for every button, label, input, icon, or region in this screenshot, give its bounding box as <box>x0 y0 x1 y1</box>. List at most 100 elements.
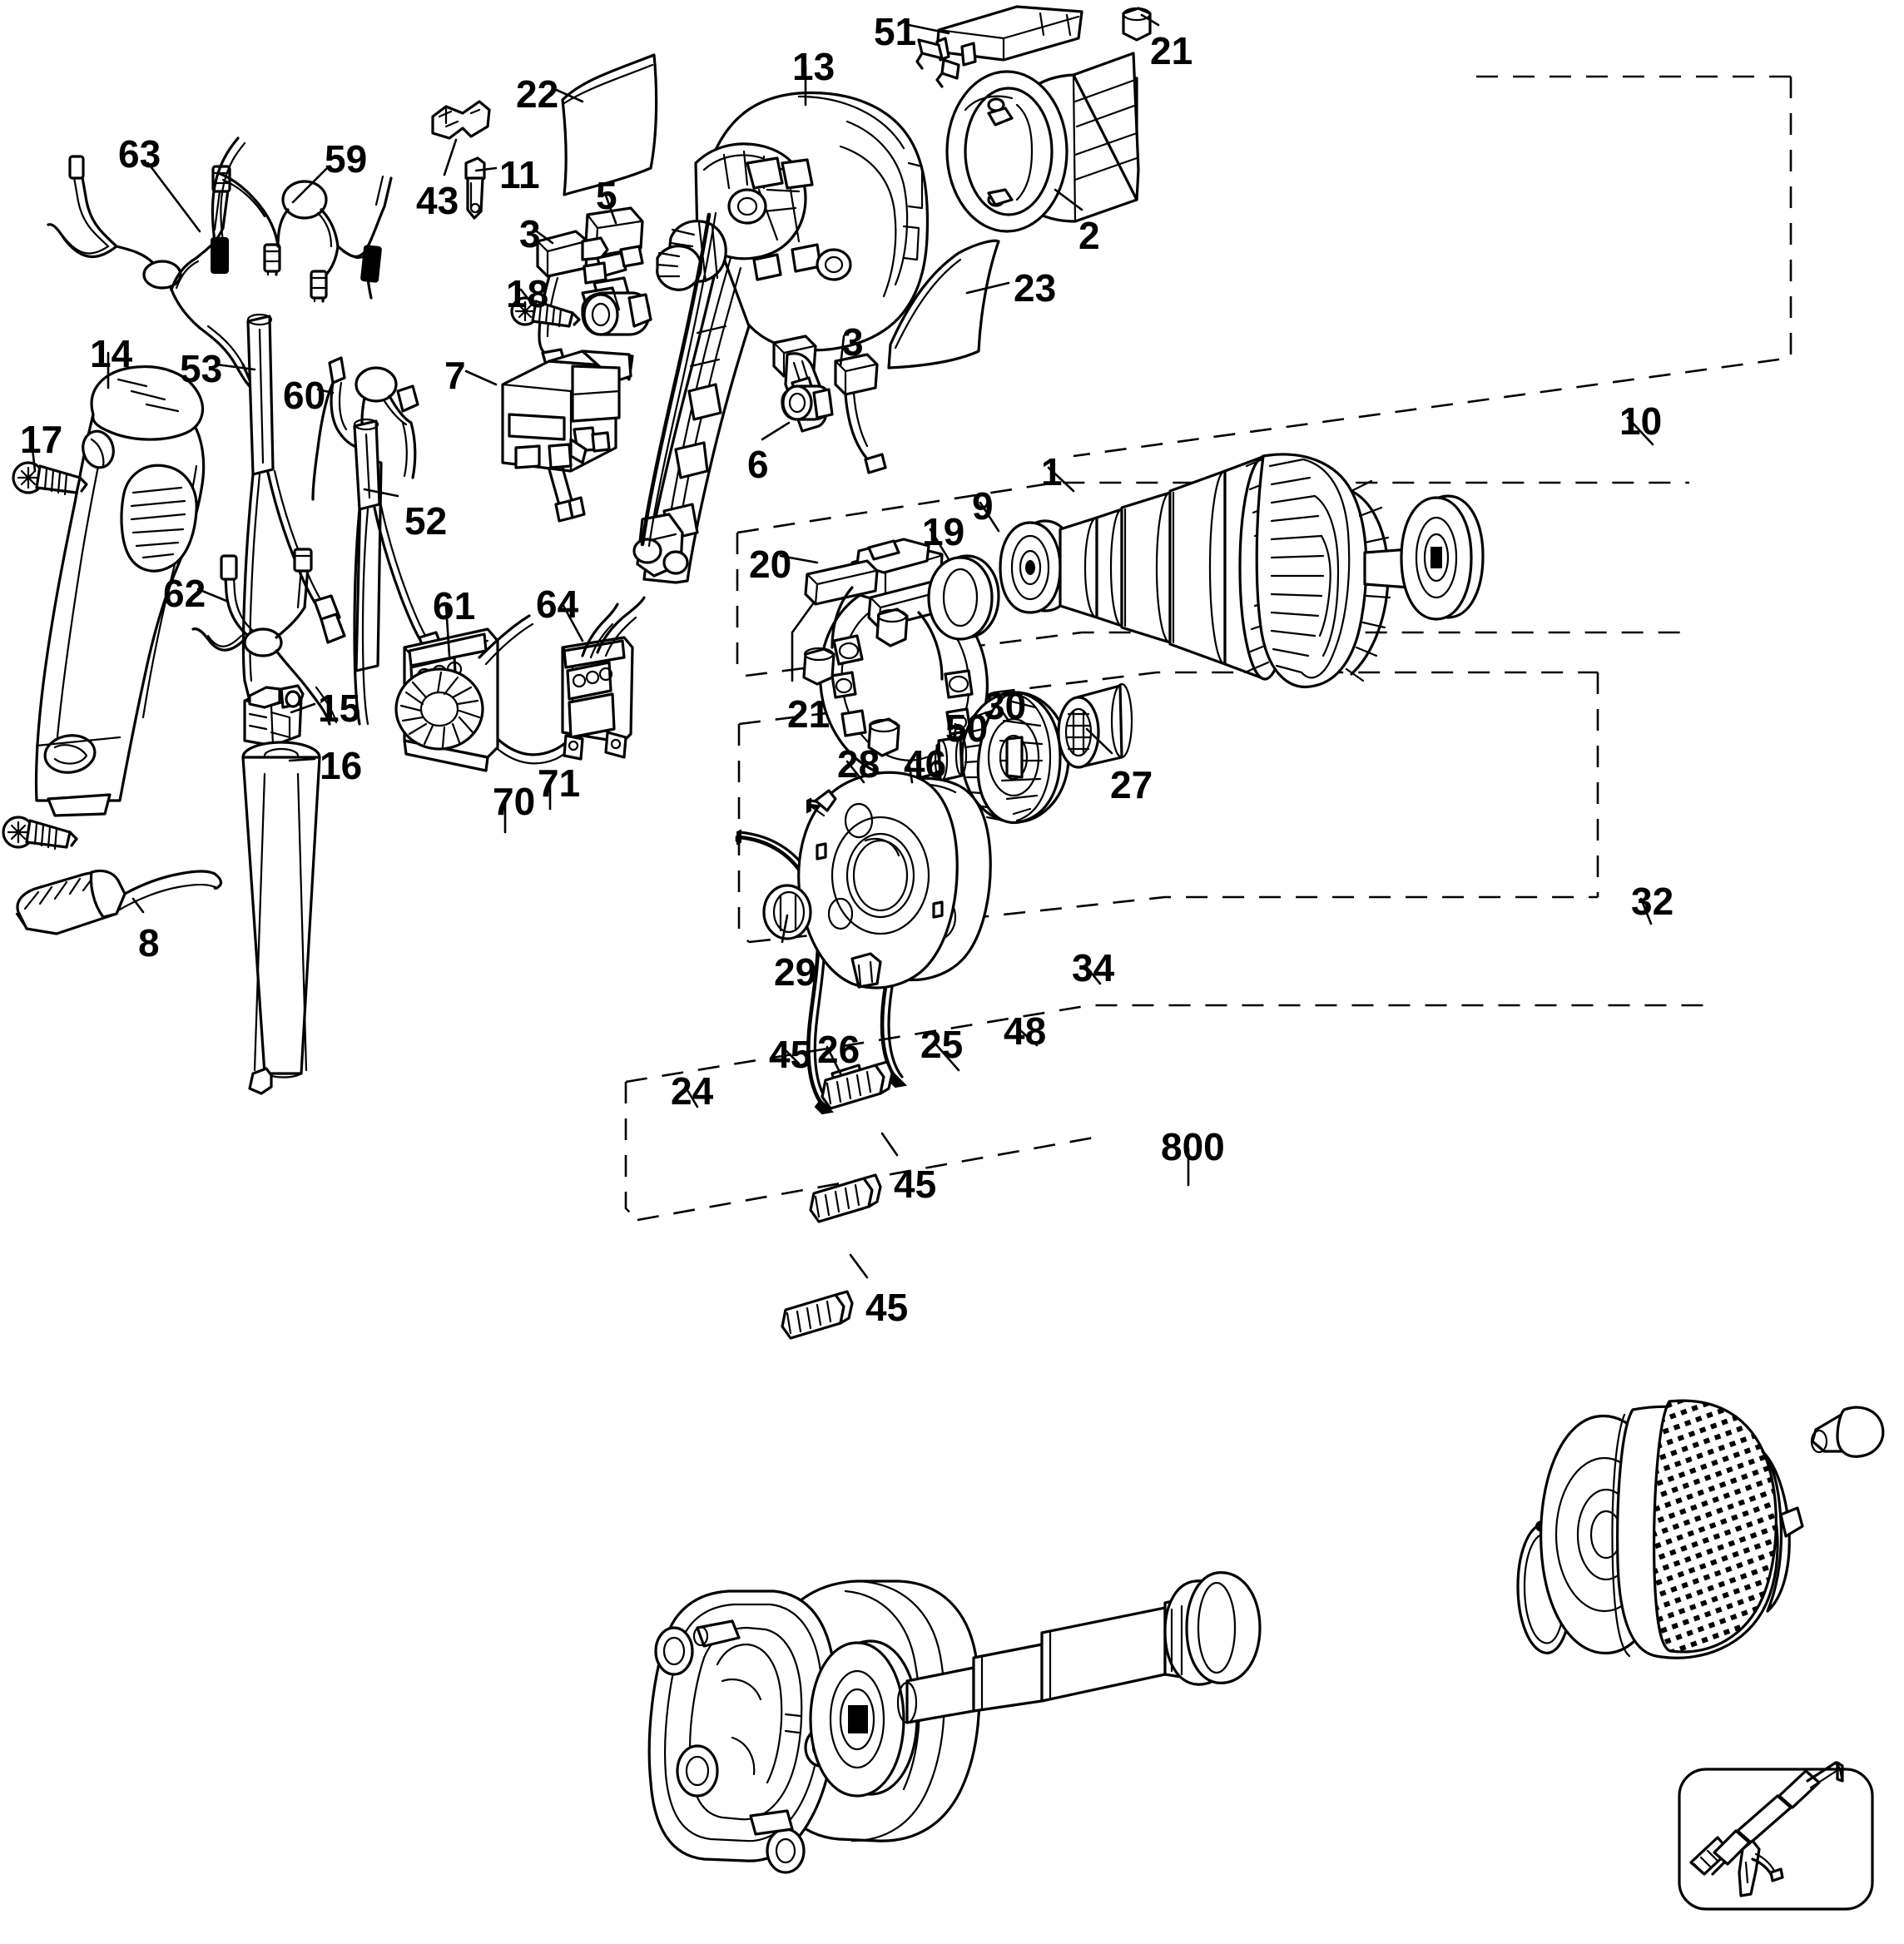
callout-number-9: 9 <box>972 484 994 528</box>
leader-24 <box>686 1089 699 1108</box>
callout-number-2: 2 <box>1078 214 1100 257</box>
callout-number-28: 28 <box>837 742 880 786</box>
callout-number-3: 3 <box>842 320 864 364</box>
callout-number-15: 15 <box>318 687 361 730</box>
part-23-label <box>887 239 1000 369</box>
callout-number-24: 24 <box>671 1069 714 1113</box>
leader-18 <box>519 288 534 306</box>
callout-number-22: 22 <box>516 72 559 116</box>
armature-fan <box>1255 453 1393 688</box>
callout-number-63: 63 <box>118 132 161 176</box>
callout-number-10: 10 <box>1619 399 1663 443</box>
part-22-label <box>561 53 658 196</box>
callout-number-26: 26 <box>817 1028 860 1071</box>
callout-number-34: 34 <box>1072 946 1115 989</box>
part-6-brush-holder <box>772 335 834 433</box>
callout-number-23: 23 <box>1014 266 1057 310</box>
part-800-service-tool <box>1678 1761 1874 1911</box>
callout-number-60: 60 <box>283 374 326 417</box>
part-21-brush-b <box>875 608 909 647</box>
part-61-toroid-filter <box>394 614 612 772</box>
part-27-bushing <box>1057 682 1133 769</box>
callout-number-59: 59 <box>325 137 368 181</box>
leader-11 <box>474 166 498 172</box>
leader-15 <box>290 702 316 714</box>
callout-number-16: 16 <box>320 744 363 787</box>
callout-number-5: 5 <box>596 174 617 217</box>
leader-64 <box>561 603 584 642</box>
part-21-brush-a <box>802 647 835 686</box>
part-1-armature <box>1059 453 1411 688</box>
leader-63 <box>146 161 201 233</box>
leader-23 <box>965 281 1010 295</box>
part-21-brush-lower <box>867 717 900 757</box>
callout-number-48: 48 <box>1004 1009 1047 1053</box>
leader-27 <box>1085 727 1113 755</box>
callout-number-3: 3 <box>519 212 541 255</box>
part-28-gear-case-cover <box>797 771 959 989</box>
leader-62 <box>196 588 228 603</box>
leader-17 <box>30 439 37 473</box>
leader-59 <box>291 167 328 204</box>
leader-51 <box>907 23 950 35</box>
part-3-terminal-left <box>536 230 589 366</box>
callout-number-50: 50 <box>945 707 989 750</box>
part-19-washer <box>927 554 1000 641</box>
callout-number-25: 25 <box>920 1023 964 1066</box>
part-64-filter-module <box>561 596 646 761</box>
leader-21 <box>1140 13 1160 27</box>
callout-number-17: 17 <box>20 418 63 461</box>
leader-45 <box>880 1132 899 1157</box>
part-21-brush-top <box>1122 7 1152 42</box>
leader-3 <box>533 228 554 245</box>
leader-46 <box>907 760 914 784</box>
part-51-capacitor-module <box>915 5 1083 88</box>
callout-number-14: 14 <box>90 332 133 375</box>
leader-6 <box>761 421 791 441</box>
callout-number-45: 45 <box>894 1163 937 1206</box>
group-frame-gearbox <box>737 671 1599 944</box>
caulking-gun-illustration <box>1689 1761 1844 1897</box>
part-25-spindle <box>896 1571 1262 1724</box>
callout-number-6: 6 <box>747 443 769 486</box>
leader-52 <box>363 488 399 498</box>
leader-10 <box>1626 416 1654 446</box>
leader-30 <box>995 702 1010 722</box>
callout-number-51: 51 <box>874 10 917 53</box>
part-8-power-cord-plug <box>15 869 223 935</box>
part-15-cord-clamp <box>243 684 305 747</box>
callout-number-71: 71 <box>538 761 581 805</box>
leader-45 <box>784 1049 801 1065</box>
callout-number-70: 70 <box>493 780 536 823</box>
part-50-spacer <box>934 735 968 782</box>
callout-number-46: 46 <box>904 742 947 786</box>
callout-number-32: 32 <box>1631 880 1674 923</box>
leader-29 <box>781 914 789 944</box>
part-17-screw-lower <box>2 816 78 850</box>
part-11-pin <box>464 156 486 220</box>
part-62-wire-harness <box>191 548 338 726</box>
part-30-gear <box>960 691 1070 825</box>
callout-leaders <box>30 13 1654 1279</box>
leader-21 <box>791 601 816 682</box>
leader-28 <box>845 760 865 784</box>
part-43-lever <box>431 100 491 140</box>
callout-number-13: 13 <box>792 45 835 88</box>
part-29-seal <box>762 884 812 940</box>
leader-5 <box>604 194 617 225</box>
part-45-screw-a <box>248 1060 894 1110</box>
callout-number-62: 62 <box>163 572 206 615</box>
part-7-trigger-switch <box>501 350 634 523</box>
callout-number-52: 52 <box>404 499 448 543</box>
callout-number-21: 21 <box>1150 29 1193 72</box>
group-frame-field <box>1073 75 1792 458</box>
leader-43 <box>443 138 458 176</box>
part-13-motor-housing <box>632 91 930 584</box>
leader-7 <box>464 369 498 386</box>
callout-number-800: 800 <box>1161 1125 1225 1168</box>
part-17-screw-upper <box>12 461 88 496</box>
part-5-switch-contact <box>581 206 652 336</box>
callout-number-61: 61 <box>433 584 476 627</box>
leader-9 <box>979 501 1000 533</box>
